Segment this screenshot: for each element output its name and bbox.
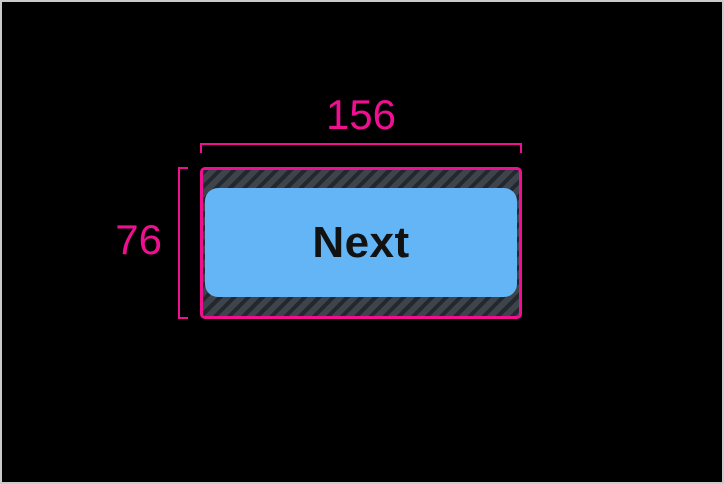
- next-button[interactable]: Next: [205, 188, 517, 297]
- width-dimension-label: 156: [325, 91, 397, 138]
- height-measure-bracket: [178, 167, 188, 319]
- height-dimension-label: 76: [115, 216, 162, 263]
- width-measure-bracket: [200, 143, 522, 153]
- next-button-label: Next: [312, 217, 410, 267]
- tap-target-hatch-overlay: Next: [200, 167, 522, 319]
